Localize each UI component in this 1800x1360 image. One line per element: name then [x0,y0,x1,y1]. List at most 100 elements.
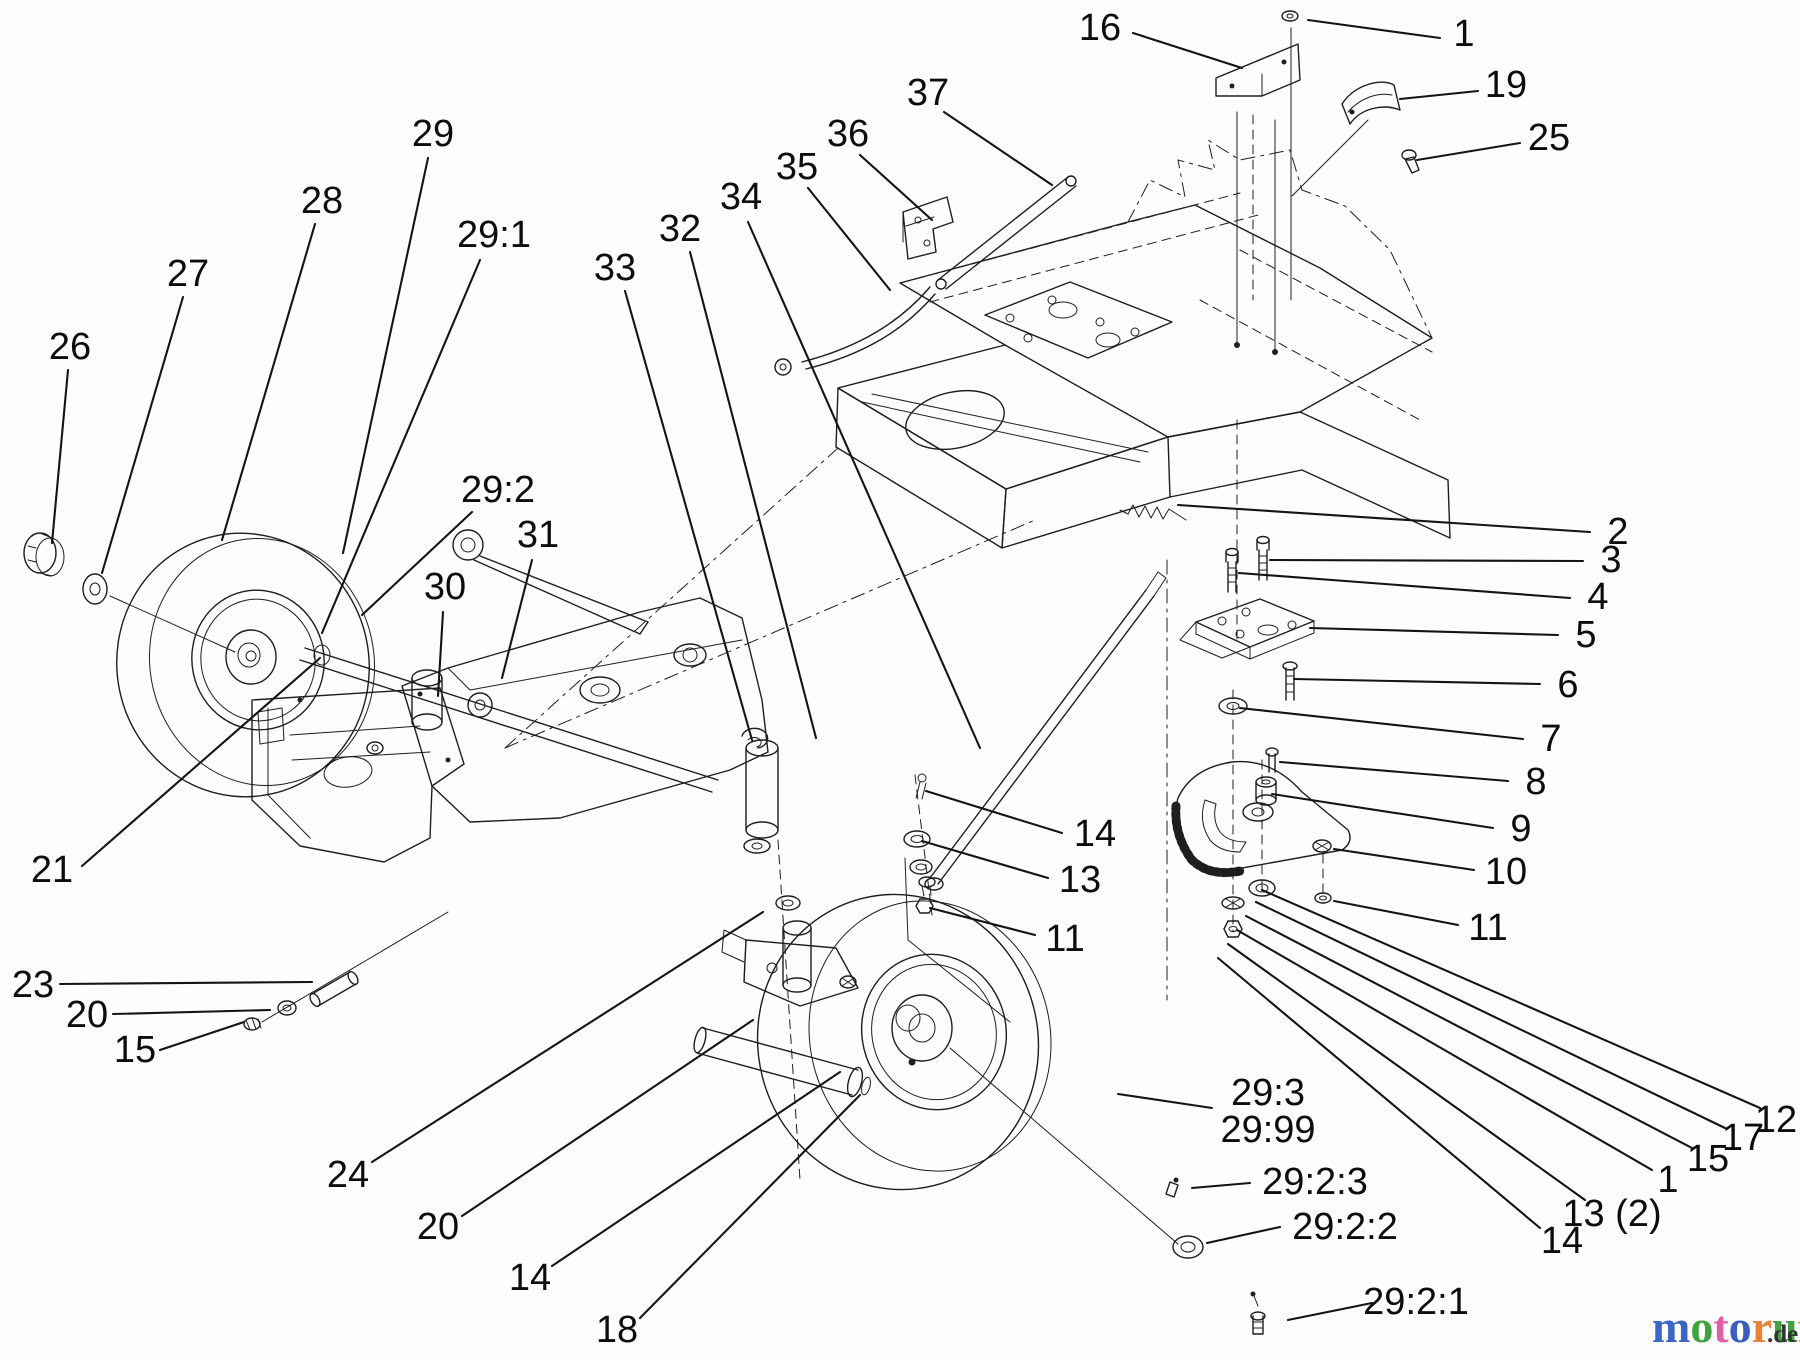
motoruf-watermark[interactable]: motoruf .de [1652,1301,1800,1352]
motoruf-logo-suffix[interactable]: .de [1767,1321,1798,1348]
callout-label-24[interactable]: 24 [327,1154,369,1196]
callout-label-28[interactable]: 28 [301,180,343,222]
leader-line-1-r [1235,928,1654,1172]
leader-line-26 [50,368,70,545]
callout-label-10[interactable]: 10 [1485,851,1527,893]
callout-label-36[interactable]: 36 [827,113,869,155]
steering-rod-parts [774,175,1077,376]
callout-label-26[interactable]: 26 [49,326,91,368]
leader-line-20-l [111,1008,272,1016]
callout-label-23[interactable]: 23 [12,964,54,1006]
leader-line-1-top [1306,18,1442,40]
axle-frame-assembly [401,529,1167,1181]
leader-line-35 [806,186,892,292]
callout-label-15-r[interactable]: 15 [1687,1138,1729,1180]
top-bracket-parts [1215,10,1420,197]
leader-line-34 [746,220,982,750]
callout-label-11-m[interactable]: 11 [1045,918,1084,960]
left-wheel [23,532,376,798]
callout-label-21[interactable]: 21 [31,849,73,891]
motoruf-logo-word[interactable]: motoruf [1652,1301,1800,1352]
axle-support-bracket [243,644,719,1031]
leader-line-15-r [1244,914,1694,1150]
leader-line-8 [1278,760,1510,783]
callout-label-16[interactable]: 16 [1079,7,1121,49]
leader-line-32 [688,250,818,740]
callout-label-6[interactable]: 6 [1557,664,1578,706]
callout-label-9[interactable]: 9 [1510,808,1531,850]
callout-label-29:2[interactable]: 29:2 [461,469,535,511]
callout-label-29:2:1[interactable]: 29:2:1 [1363,1281,1469,1323]
leader-line-27 [100,295,185,575]
leader-line-13-2 [1226,942,1587,1202]
callout-label-20-l[interactable]: 20 [66,994,108,1036]
leader-line-10 [1332,847,1476,872]
leader-line-29:1 [320,258,482,635]
callout-label-25[interactable]: 25 [1528,117,1570,159]
callout-label-15-l[interactable]: 15 [114,1029,156,1071]
callout-label-3[interactable]: 3 [1600,539,1621,581]
leader-line-29 [341,156,430,555]
callout-label-29:99[interactable]: 29:99 [1220,1109,1315,1151]
chassis-frame [504,27,1451,1023]
callout-label-31[interactable]: 31 [517,514,559,556]
callout-label-13-2[interactable]: 13 (2) [1562,1193,1661,1235]
callout-label-13-m[interactable]: 13 [1059,859,1101,901]
leader-line-29:3 [1116,1092,1214,1110]
leader-line-19 [1398,89,1480,101]
callout-label-27[interactable]: 27 [167,253,209,295]
leader-line-15-l [158,1020,246,1052]
leader-line-12 [1260,888,1762,1110]
leader-line-24 [370,910,765,1164]
callout-label-29[interactable]: 29 [412,113,454,155]
spindle-and-front-wheel [693,893,1266,1335]
leader-line-29:2:1 [1286,1301,1374,1322]
leader-line-23 [58,980,314,986]
callout-label-29:2:3[interactable]: 29:2:3 [1262,1161,1368,1203]
callout-label-1-r[interactable]: 1 [1657,1159,1678,1201]
callout-label-30[interactable]: 30 [424,566,466,608]
leader-line-33 [623,289,754,742]
callout-label-17[interactable]: 17 [1722,1117,1764,1159]
callout-label-33[interactable]: 33 [594,247,636,289]
callout-label-2[interactable]: 2 [1607,511,1628,553]
callout-label-5[interactable]: 5 [1575,614,1596,656]
leader-line-25 [1415,141,1522,162]
leader-line-31 [500,558,534,680]
leader-line-6 [1292,677,1542,686]
leader-line-28 [220,222,317,542]
callout-label-18[interactable]: 18 [596,1309,638,1351]
callout-label-14-m[interactable]: 14 [1074,813,1116,855]
callout-label-14-r[interactable]: 14 [1541,1220,1583,1262]
callout-label-14-b[interactable]: 14 [509,1257,551,1299]
leader-line-36 [858,153,934,222]
leader-line-3 [1268,558,1585,563]
callout-label-12[interactable]: 12 [1755,1099,1797,1141]
callout-label-11-r[interactable]: 11 [1468,907,1507,949]
leader-line-4 [1237,571,1572,600]
callout-label-29:2:2[interactable]: 29:2:2 [1292,1206,1398,1248]
leader-line-18 [638,1093,862,1320]
callout-label-8[interactable]: 8 [1525,761,1546,803]
leader-line-14-b [550,1070,842,1268]
leader-line-29:2:2 [1205,1225,1282,1245]
callout-label-29:3[interactable]: 29:3 [1231,1072,1305,1114]
callout-label-19[interactable]: 19 [1485,64,1527,106]
callout-label-37[interactable]: 37 [907,72,949,114]
callout-label-4[interactable]: 4 [1587,576,1608,618]
leader-line-37 [942,110,1054,187]
leader-line-5 [1308,626,1560,637]
leader-line-29:2:3 [1190,1181,1252,1190]
leader-line-7 [1238,706,1525,741]
callout-label-20-b[interactable]: 20 [417,1206,459,1248]
callout-label-7[interactable]: 7 [1540,718,1561,760]
callout-label-34[interactable]: 34 [720,176,762,218]
callout-label-29:1[interactable]: 29:1 [457,214,531,256]
callout-label-1-top[interactable]: 1 [1453,13,1474,55]
callout-label-35[interactable]: 35 [776,146,818,188]
leader-line-20-b [460,1018,755,1218]
callout-label-32[interactable]: 32 [659,208,701,250]
